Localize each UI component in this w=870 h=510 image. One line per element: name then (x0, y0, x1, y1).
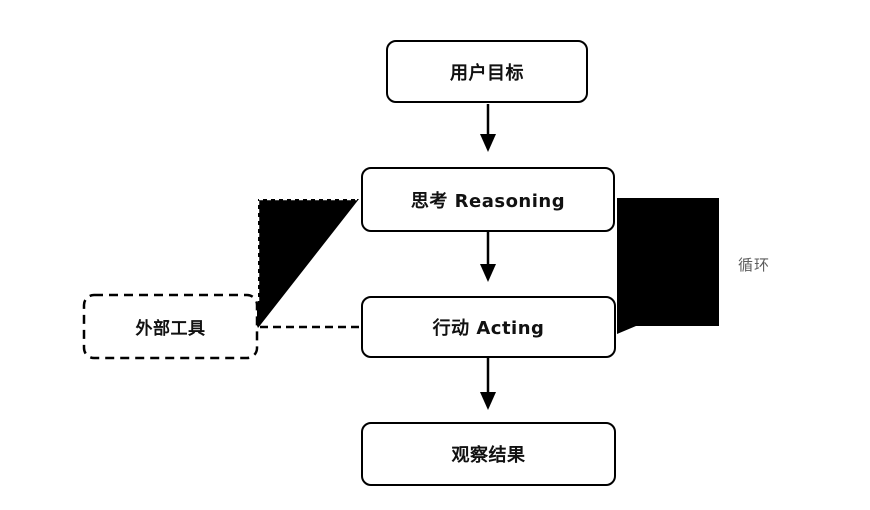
node-observation: 观察结果 (361, 422, 616, 486)
node-acting: 行动 Acting (361, 296, 616, 358)
node-user-goal-label: 用户目标 (450, 62, 524, 84)
node-reasoning: 思考 Reasoning (361, 167, 615, 232)
loop-annotation-label: 循环 (738, 256, 771, 274)
arrow-user-goal-to-reasoning (480, 104, 496, 152)
node-external-tools-label: 外部工具 (135, 319, 206, 339)
loop-arrow-acting-to-reasoning (617, 198, 719, 334)
node-reasoning-label: 思考 Reasoning (410, 190, 566, 212)
node-external-tools: 外部工具 (83, 294, 258, 359)
node-acting-label: 行动 Acting (432, 318, 545, 339)
external-tools-dashed-outline (82, 293, 259, 360)
node-user-goal: 用户目标 (386, 40, 588, 103)
arrow-acting-to-observation (480, 358, 496, 410)
node-observation-label: 观察结果 (451, 445, 526, 466)
arrow-reasoning-to-external-tools (249, 197, 359, 328)
arrow-reasoning-to-acting (480, 232, 496, 282)
